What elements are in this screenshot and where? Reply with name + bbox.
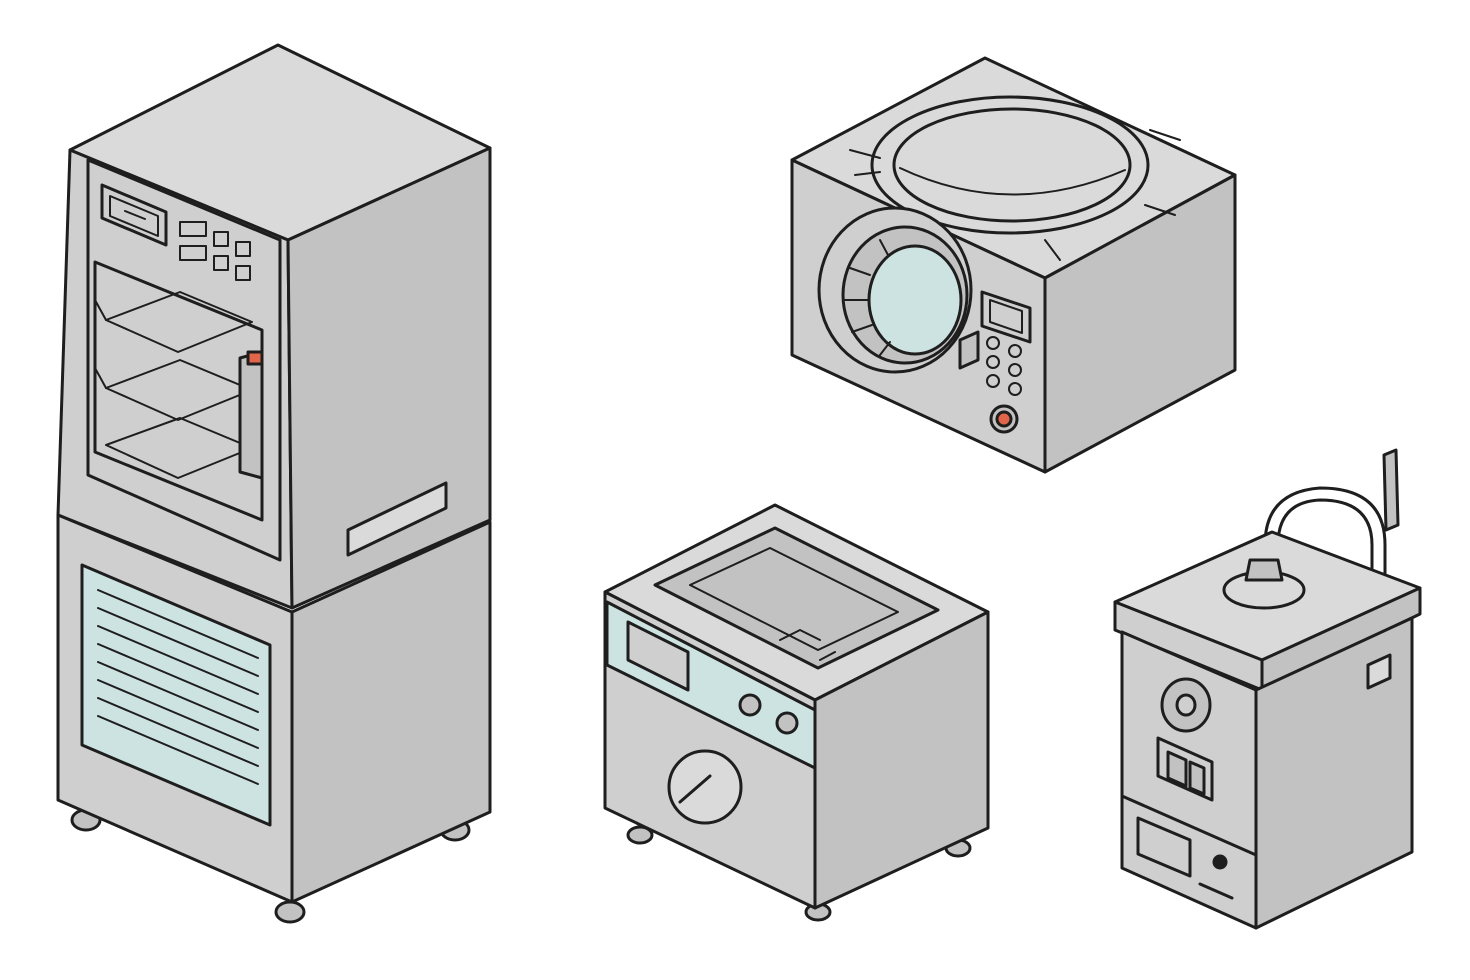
foot [626,825,654,845]
water-distiller-icon [1113,448,1422,930]
autoclave-icon [790,56,1237,474]
power-knob-center [995,410,1013,428]
side-latch [1366,653,1392,690]
door-handle [238,350,264,480]
opening-inner-edge [899,167,1126,196]
bath-knob [775,711,799,735]
shelf [105,291,253,353]
autoclave-side [1043,173,1237,474]
door-hinge [958,330,980,370]
indicator-light [1212,854,1228,870]
shelf-edge [94,299,107,321]
ultrasonic-bath-icon [603,503,990,922]
door-ribs [844,239,891,356]
rocker-switch [1188,760,1206,796]
bath-side [813,610,990,910]
cabinet-side-lower [290,520,492,904]
pressure-gauge [667,749,743,825]
bath-knob [738,693,762,717]
side-slot [346,481,448,557]
panel-button [235,241,251,257]
panel-button [179,245,207,261]
tap-pipe [1263,486,1387,597]
top-clamps [849,129,1181,261]
display-screen [109,195,159,237]
autoclave-display [989,299,1023,334]
grille-slats [97,589,259,785]
bath-tank [653,526,940,670]
basket-handle [779,629,836,661]
display-dash [124,210,146,220]
panel-button [179,221,207,237]
autoclave-display-frame [980,290,1032,344]
distiller-lid-side [1260,586,1422,692]
probe [1382,448,1400,532]
shelf-edge [94,367,107,389]
distiller-dial-center [1175,693,1197,717]
panel-button [235,265,251,281]
distiller-side [1254,616,1414,930]
freeze-dryer-icon [56,43,492,924]
handle-latch [246,350,264,366]
foot [274,900,306,924]
distiller-display [1136,816,1192,878]
chamber-window [93,260,264,522]
panel-divider [1120,794,1258,857]
panel-button [213,231,229,247]
gauge-needle [678,774,712,804]
autoclave-buttons [986,336,1022,396]
rocker-switch [1166,750,1188,788]
tank-basket [689,547,899,651]
door-glass [867,244,963,356]
outlet-slot [1198,882,1234,900]
tap-pipe-inner [1276,498,1374,597]
bath-display [626,620,690,692]
valve-nut [1244,558,1284,582]
top-opening [892,107,1132,223]
panel-button [213,255,229,271]
